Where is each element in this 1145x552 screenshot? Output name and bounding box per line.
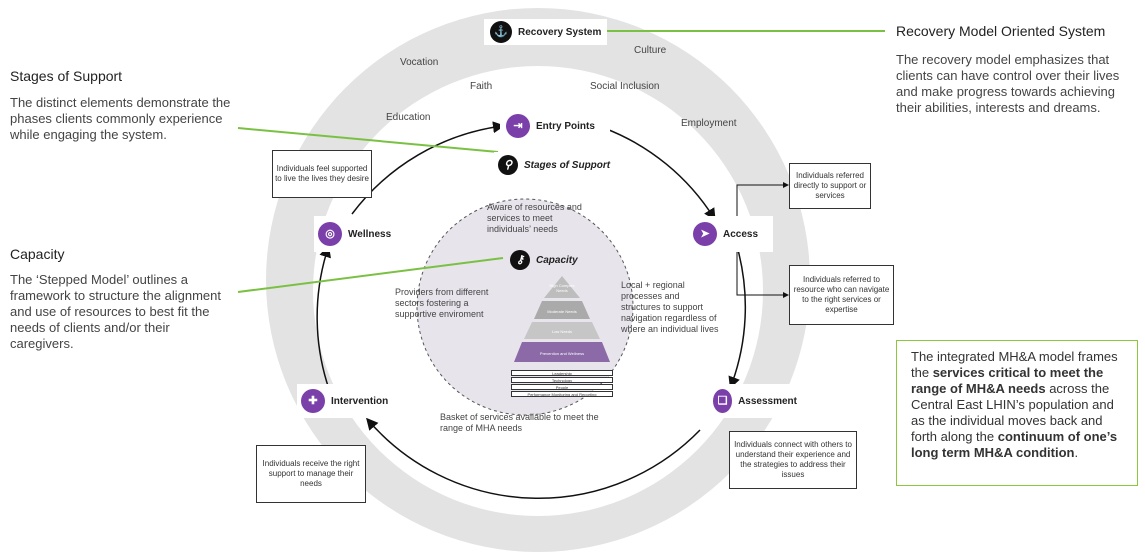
anchor-icon: ⚓ [490, 21, 512, 43]
callout-stages [237, 127, 499, 153]
word-social-inclusion: Social Inclusion [590, 81, 660, 92]
base-technology: Technology [511, 377, 613, 383]
entry-icon: ⇥ [506, 114, 530, 138]
base-performance: Performance Monitoring and Reporting [511, 391, 613, 397]
base-people: People [511, 384, 613, 390]
plus-icon: ✚ [301, 389, 325, 413]
word-education: Education [386, 112, 431, 123]
tier-prevention-label: Prevention and Wellness [539, 351, 585, 356]
inner-basket-text: Basket of services available to meet the… [440, 412, 599, 433]
pyramid-tier-prevention [514, 342, 610, 362]
word-vocation: Vocation [400, 57, 439, 68]
assessment-note-box: Individuals connect with others to under… [729, 431, 857, 489]
compass-icon: ◎ [318, 222, 342, 246]
access-node: ➤ Access [687, 216, 773, 252]
link-icon: ⚲ [498, 155, 518, 175]
arc-intervention-to-wellness [316, 245, 331, 393]
recovery-model-text: The recovery model emphasizes that clien… [896, 52, 1120, 115]
arc-assessment-to-intervention [366, 417, 701, 499]
intervention-note-box: Individuals receive the right support to… [256, 445, 366, 503]
word-culture: Culture [634, 45, 667, 56]
capacity-node: ⚷ Capacity [510, 250, 578, 270]
stages-support-title: Stages of Support [10, 68, 123, 84]
word-faith: Faith [470, 81, 493, 92]
key-icon: ⚷ [510, 250, 530, 270]
wellness-node: ◎ Wellness [314, 216, 404, 252]
tier-high-label: High Complex Needs [549, 283, 575, 293]
base-leadership: Leadership [511, 370, 613, 376]
tier-moderate-label: Moderate Needs [547, 309, 577, 314]
word-employment: Employment [681, 118, 737, 129]
stages-of-support-node: ⚲ Stages of Support [494, 152, 622, 178]
entry-points-node: ⇥ Entry Points [500, 110, 610, 142]
assessment-node: ❏ Assessment [709, 384, 797, 418]
stages-support-text: The distinct elements demonstrate the ph… [10, 95, 231, 142]
inner-aware-text: Aware of resources and services to meet … [487, 202, 582, 234]
access-resource-box: Individuals referred to resource who can… [789, 265, 894, 325]
recovery-system-node: ⚓ Recovery System [484, 19, 608, 45]
chat-icon: ❏ [713, 389, 733, 413]
recovery-model-title: Recovery Model Oriented System [896, 23, 1106, 39]
stepped-model-pyramid [514, 276, 610, 362]
pyramid-tier-moderate [534, 301, 590, 319]
inner-providers-text: Providers from different sectors fosteri… [395, 287, 489, 319]
callout-capacity [237, 257, 504, 293]
capacity-title: Capacity [10, 246, 65, 262]
pyramid-tier-high [544, 276, 580, 298]
pyramid-tier-low [524, 322, 600, 339]
intervention-node: ✚ Intervention [297, 384, 397, 418]
integrated-model-box: The integrated MH&A model frames the ser… [896, 340, 1138, 486]
arc-access-to-assessment [728, 249, 747, 389]
arc-entry-to-access [603, 127, 716, 221]
tier-low-label: Low Needs [551, 329, 572, 334]
inner-local-text: Local + regional processes and structure… [621, 280, 719, 334]
access-direct-box: Individuals referred directly to support… [789, 163, 871, 209]
send-icon: ➤ [693, 222, 717, 246]
wellness-note-box: Individuals feel supported to live the l… [272, 150, 372, 198]
capacity-text: The ‘Stepped Model’ outlines a framework… [10, 272, 221, 351]
